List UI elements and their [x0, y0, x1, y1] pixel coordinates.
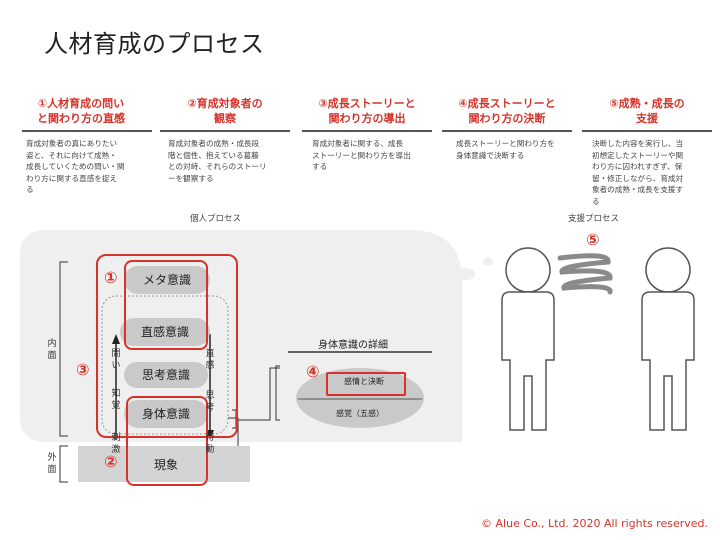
thinking-consciousness-pill: 思考意識	[124, 362, 208, 388]
person-icon-right	[641, 247, 695, 431]
step-description: 成長ストーリーと関わり方を 身体意識で決断する	[456, 139, 555, 160]
step-title: ⑤成熟・成長の 支援	[609, 97, 685, 125]
step-description: 育成対象者の真にありたい 姿と、それに向けて成熟・ 成長していくための問い・関 …	[26, 139, 125, 194]
marker-5: ⑤	[586, 230, 600, 249]
marker-4: ④	[306, 362, 320, 381]
detail-link	[238, 367, 280, 421]
step-title: ②育成対象者の 観察	[187, 97, 263, 125]
personal-process-label: 個人プロセス	[190, 214, 242, 224]
right-arrow-label-intuition: 直 感	[205, 349, 215, 371]
inner-bracket	[59, 261, 68, 437]
five-senses-label: 感覚（五感）	[336, 409, 384, 418]
step-rule	[302, 130, 432, 132]
marker-1-frame	[124, 260, 208, 350]
outer-bracket	[59, 445, 68, 483]
outer-label: 外 面	[47, 453, 57, 475]
right-arrow-label-action: 行 動	[205, 433, 215, 455]
thought-bubble-small	[483, 258, 493, 266]
emotion-decision-label: 感情と決断	[344, 377, 384, 386]
step-description: 育成対象者に関する、成長 ストーリーと関わり方を導出 する	[312, 139, 411, 171]
body-consciousness-pill: 身体意識	[124, 400, 208, 428]
step-title: ③成長ストーリーと 関わり方の導出	[318, 97, 416, 125]
intuition-consciousness-pill: 直感意識	[120, 318, 210, 346]
step-rule	[442, 130, 572, 132]
copyright: © Alue Co., Ltd. 2020 All rights reserve…	[481, 517, 708, 530]
body-detail-ellipse	[296, 368, 424, 428]
marker-3-frame	[96, 254, 238, 438]
step-rule	[22, 130, 152, 132]
step-rule	[582, 130, 712, 132]
right-arrow-head	[206, 430, 214, 440]
left-arrow-label-perception: 知 覚	[111, 389, 121, 411]
person-icon-left	[501, 247, 555, 431]
marker-1: ①	[104, 268, 118, 287]
page-title: 人材育成のプロセス	[44, 30, 265, 58]
support-coil	[557, 253, 613, 295]
detail-connector	[228, 417, 239, 446]
left-arrow-head	[112, 334, 120, 344]
right-arrow-label-thinking: 思 考	[205, 391, 215, 413]
left-arrow-label-question: 問 い	[111, 349, 121, 371]
dotted-frame	[101, 295, 229, 435]
support-process-label: 支援プロセス	[568, 214, 620, 224]
body-detail-title: 身体意識の詳細	[318, 340, 388, 351]
marker-4-frame	[326, 372, 406, 396]
step-title: ④成長ストーリーと 関わり方の決断	[458, 97, 556, 125]
phenomenon-band	[78, 446, 250, 482]
detail-link-bracket	[275, 365, 280, 421]
marker-2-frame	[126, 396, 208, 486]
meta-consciousness-pill: メタ意識	[124, 266, 210, 294]
step-description: 決断した内容を実行し、当 初想定したストーリーや関 わり方に囚われすぎず、保 留…	[592, 139, 684, 206]
inner-label: 内 面	[47, 339, 57, 361]
step-rule	[160, 130, 290, 132]
marker-3: ③	[76, 360, 90, 379]
step-description: 育成対象者の成熟・成長段 階と個性、抱えている葛藤 との対峙、それらのストーリ …	[168, 139, 267, 183]
left-arrow-label-stimulus: 刺 激	[111, 433, 121, 455]
phenomenon-label: 現象	[153, 458, 178, 472]
marker-2: ②	[104, 452, 118, 471]
step-title: ①人材育成の問い と関わり方の直感	[37, 97, 125, 125]
thought-bubble-large	[457, 268, 475, 280]
